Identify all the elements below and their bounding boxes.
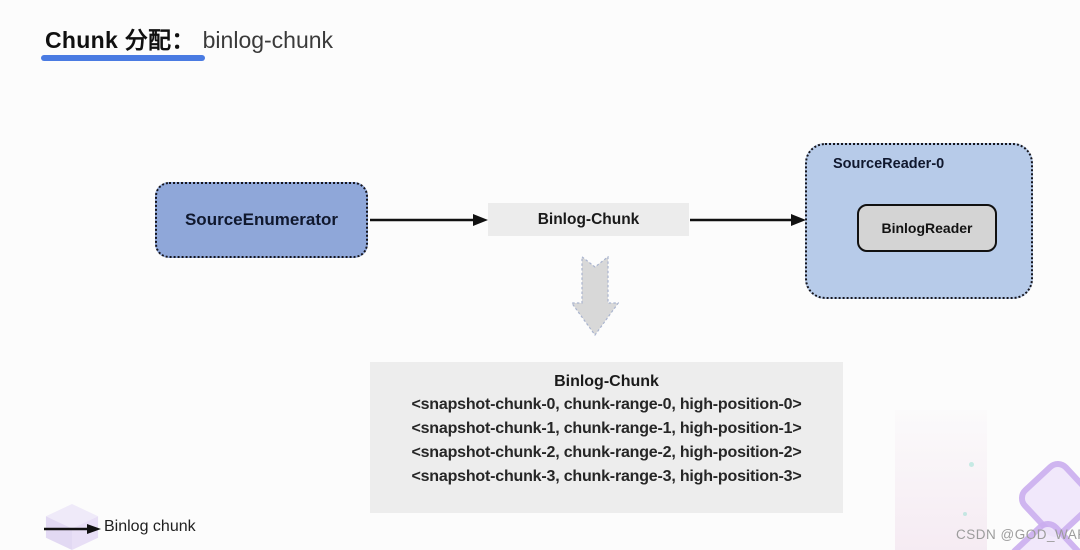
page-title-bold: Chunk 分配： [45,27,195,53]
chunk-detail-line: <snapshot-chunk-1, chunk-range-1, high-p… [411,420,802,437]
source-enumerator-node: SourceEnumerator [155,182,368,258]
teal-dot-decoration [969,462,974,467]
teal-dot-decoration [963,512,967,516]
binlog-reader-node: BinlogReader [857,204,997,252]
chunk-detail-line: <snapshot-chunk-0, chunk-range-0, high-p… [411,396,802,413]
title-underline [41,55,205,61]
binlog-reader-label: BinlogReader [881,220,973,236]
chunk-detail-line: <snapshot-chunk-3, chunk-range-3, high-p… [411,468,802,485]
legend-arrow-icon [44,524,101,534]
page-title-regular: binlog-chunk [202,27,334,53]
background-gradient-band [895,410,987,550]
detail-box-title: Binlog-Chunk [554,373,659,390]
watermark-text: CSDN @GOD_WAR [956,527,1080,542]
purple-cube-decoration [45,504,99,550]
arrow-right-icon [690,214,806,226]
source-enumerator-label: SourceEnumerator [184,210,339,229]
legend-binlog-chunk-label: Binlog chunk [104,518,196,535]
page-title: Chunk 分配： binlog-chunk [45,21,333,55]
binlog-chunk-detail-box: Binlog-Chunk <snapshot-chunk-0, chunk-ra… [370,362,843,513]
binlog-chunk-label: Binlog-Chunk [537,210,640,228]
source-reader-node: SourceReader-0 BinlogReader [805,143,1033,299]
chunk-detail-line: <snapshot-chunk-2, chunk-range-2, high-p… [411,444,802,461]
binlog-chunk-node: Binlog-Chunk [488,203,689,236]
arrow-right-icon [370,214,488,226]
block-arrow-down-icon [571,256,619,336]
source-reader-label: SourceReader-0 [833,156,945,172]
